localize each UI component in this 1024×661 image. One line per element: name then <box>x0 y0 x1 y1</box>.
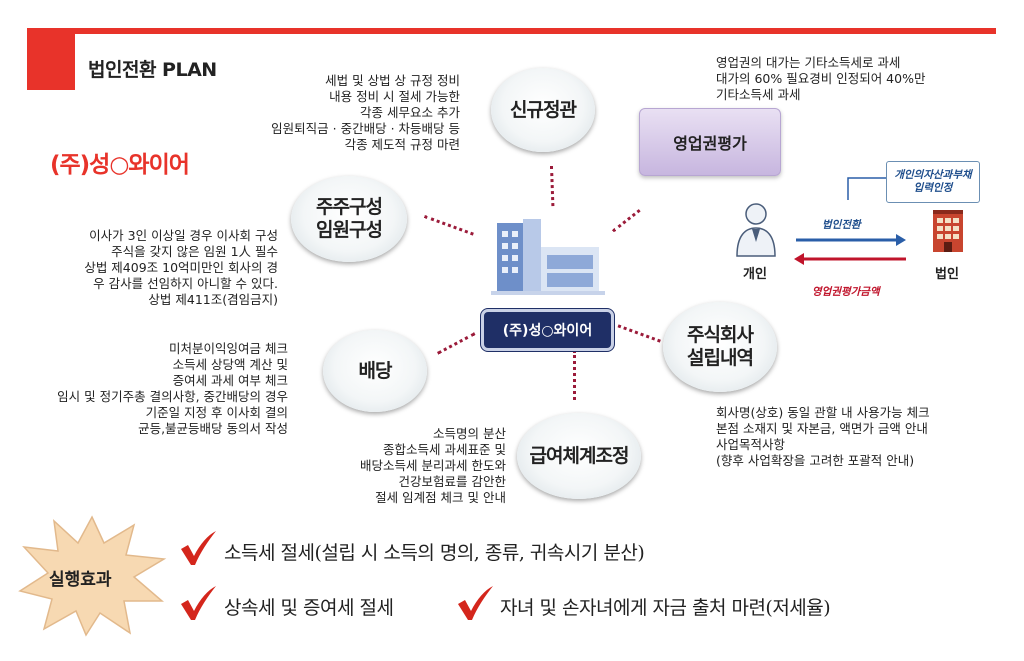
effects-label: 실행효과 <box>49 570 112 590</box>
bubble-company-setup: 주식회사 설립내역 <box>663 302 777 392</box>
effect-item-1: 소득세 절세(설립 시 소득의 명의, 종류, 귀속시기 분산) <box>224 542 645 564</box>
header-accent-block <box>27 28 75 90</box>
corporation-label: 법인 <box>935 267 959 282</box>
bubble-salary: 급여체계조정 <box>517 413 641 499</box>
page-title: 법인전환 PLAN <box>88 59 217 81</box>
person-icon <box>736 203 776 257</box>
bubble-label: 설립내역 <box>687 347 754 369</box>
starburst-icon <box>18 515 167 637</box>
bubble-label: 주식회사 <box>687 324 754 346</box>
to-corp-label: 법인전환 <box>822 219 861 231</box>
check-icon <box>181 531 216 565</box>
connector-topright <box>612 209 641 233</box>
bubble-label: 신규정관 <box>510 98 577 121</box>
asset-liability-note-box: 개인의자산과부채 입력인정 <box>886 161 980 203</box>
bubble-label: 배당 <box>358 359 393 382</box>
bubble-label: 임원구성 <box>316 219 383 241</box>
effect-item-3: 자녀 및 손자녀에게 자금 출처 마련(저세율) <box>500 597 831 619</box>
transfer-arrows <box>794 177 906 265</box>
connector-bottom <box>573 350 576 400</box>
check-icon <box>181 586 216 620</box>
bubble-label: 주주구성 <box>316 196 383 218</box>
center-company-box: (주)성○와이어 <box>481 309 614 351</box>
person-label: 개인 <box>743 267 767 282</box>
building-icon <box>491 219 605 295</box>
connector-top <box>550 166 555 207</box>
company-name: (주)성○와이어 <box>50 152 190 178</box>
bubble-shareholders: 주주구성 임원구성 <box>291 176 407 262</box>
corporation-building-icon <box>933 210 963 252</box>
bubble-dividend: 배당 <box>323 330 427 412</box>
effect-item-2: 상속세 및 증여세 절세 <box>224 597 394 619</box>
to-person-label: 영업권평가금액 <box>812 286 880 298</box>
header-bar <box>70 28 996 34</box>
bubble-label: 급여체계조정 <box>529 444 630 467</box>
connector-right <box>610 322 661 343</box>
check-icon <box>458 586 493 620</box>
connector-topleft <box>423 215 474 236</box>
connector-left <box>437 332 476 355</box>
bubble-new-articles: 신규정관 <box>491 68 595 152</box>
goodwill-evaluation-box: 영업권평가 <box>639 108 781 176</box>
